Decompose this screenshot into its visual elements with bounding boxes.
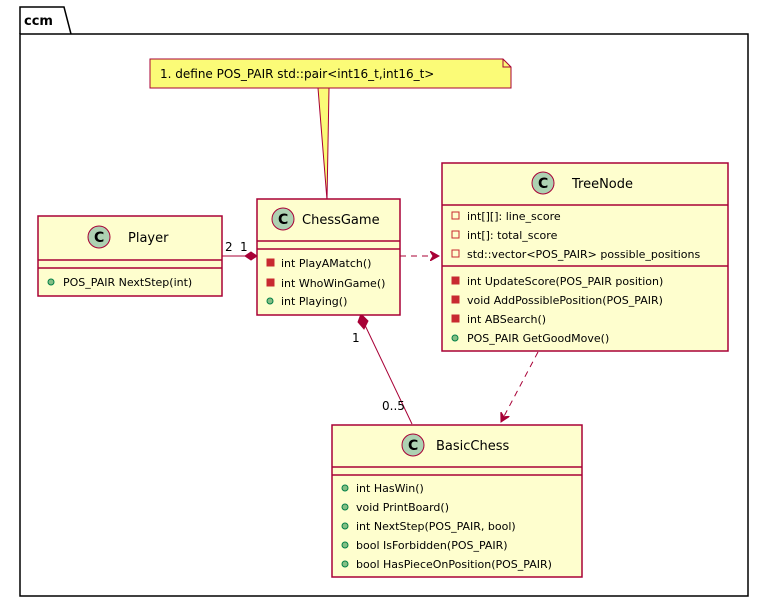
chessgame-basicchess-line (362, 320, 413, 425)
note: 1. define POS_PAIR std::pair<int16_t,int… (149, 58, 512, 201)
package-ccm: ccm (19, 6, 749, 597)
chessgame-multiplicity-basic: 1 (352, 331, 360, 345)
public-method-icon (341, 541, 349, 549)
class-stereotype-letter: C (538, 176, 548, 192)
private-field-icon (451, 249, 460, 258)
method-basicchess-haspieceonposition: bool HasPieceOnPosition(POS_PAIR) (356, 558, 552, 571)
method-treenode-updatescore: int UpdateScore(POS_PAIR position) (467, 275, 663, 288)
public-method-icon (47, 278, 55, 286)
player-multiplicity: 2 (225, 240, 233, 254)
class-name-player: Player (128, 231, 169, 246)
private-method-icon (451, 276, 460, 285)
method-basicchess-printboard: void PrintBoard() (356, 501, 449, 514)
field-treenode-line-score: int[][]: line_score (467, 210, 561, 223)
basicchess-multiplicity: 0..5 (382, 399, 405, 413)
treenode-basicchess-dependency (501, 351, 539, 422)
method-basicchess-isforbidden: bool IsForbidden(POS_PAIR) (356, 539, 508, 552)
field-treenode-total-score: int[]: total_score (467, 229, 558, 242)
note-connector (317, 87, 330, 201)
public-method-icon (451, 334, 459, 342)
class-stereotype-letter: C (408, 438, 418, 454)
class-chessgame[interactable]: C ChessGame int PlayAMatch() int WhoWinG… (256, 198, 401, 316)
class-basicchess[interactable]: C BasicChess int HasWin() void PrintBoar… (331, 424, 583, 578)
method-treenode-absearch: int ABSearch() (467, 313, 546, 326)
chessgame-multiplicity-player: 1 (240, 240, 248, 254)
method-basicchess-haswin: int HasWin() (356, 482, 424, 495)
private-method-icon (451, 314, 460, 323)
private-field-icon (451, 230, 460, 239)
method-treenode-addpossibleposition: void AddPossiblePosition(POS_PAIR) (467, 294, 663, 307)
note-text: 1. define POS_PAIR std::pair<int16_t,int… (160, 67, 434, 81)
class-treenode[interactable]: C TreeNode int[][]: line_score int[]: to… (441, 162, 729, 352)
method-treenode-getgoodmove: POS_PAIR GetGoodMove() (467, 332, 609, 345)
private-method-icon (266, 278, 275, 287)
method-chessgame-playing: int Playing() (281, 295, 347, 308)
public-method-icon (266, 297, 274, 305)
private-field-icon (451, 211, 460, 220)
public-method-icon (341, 484, 349, 492)
method-chessgame-playamatch: int PlayAMatch() (281, 257, 371, 270)
method-basicchess-nextstep: int NextStep(POS_PAIR, bool) (356, 520, 516, 533)
relations: 2 1 1 0..5 (222, 240, 539, 425)
field-treenode-possible-positions: std::vector<POS_PAIR> possible_positions (467, 248, 700, 261)
class-name-basicchess: BasicChess (436, 439, 510, 454)
public-method-icon (341, 522, 349, 530)
package-title: ccm (24, 14, 53, 29)
private-method-icon (451, 295, 460, 304)
class-name-chessgame: ChessGame (302, 213, 380, 228)
class-c-icon (531, 171, 555, 195)
chessgame-basicchess-diamond (357, 313, 369, 330)
player-chessgame-diamond (244, 251, 258, 261)
method-player-nextstep: POS_PAIR NextStep(int) (63, 276, 192, 289)
class-stereotype-letter: C (278, 212, 288, 228)
class-name-treenode: TreeNode (571, 177, 633, 192)
class-c-icon (87, 225, 111, 249)
method-chessgame-whowingame: int WhoWinGame() (281, 277, 385, 290)
private-method-icon (266, 258, 275, 267)
public-method-icon (341, 503, 349, 511)
class-player[interactable]: C Player POS_PAIR NextStep(int) (37, 215, 223, 297)
public-method-icon (341, 560, 349, 568)
class-c-icon (401, 433, 425, 457)
class-c-icon (271, 207, 295, 231)
class-stereotype-letter: C (94, 230, 104, 246)
